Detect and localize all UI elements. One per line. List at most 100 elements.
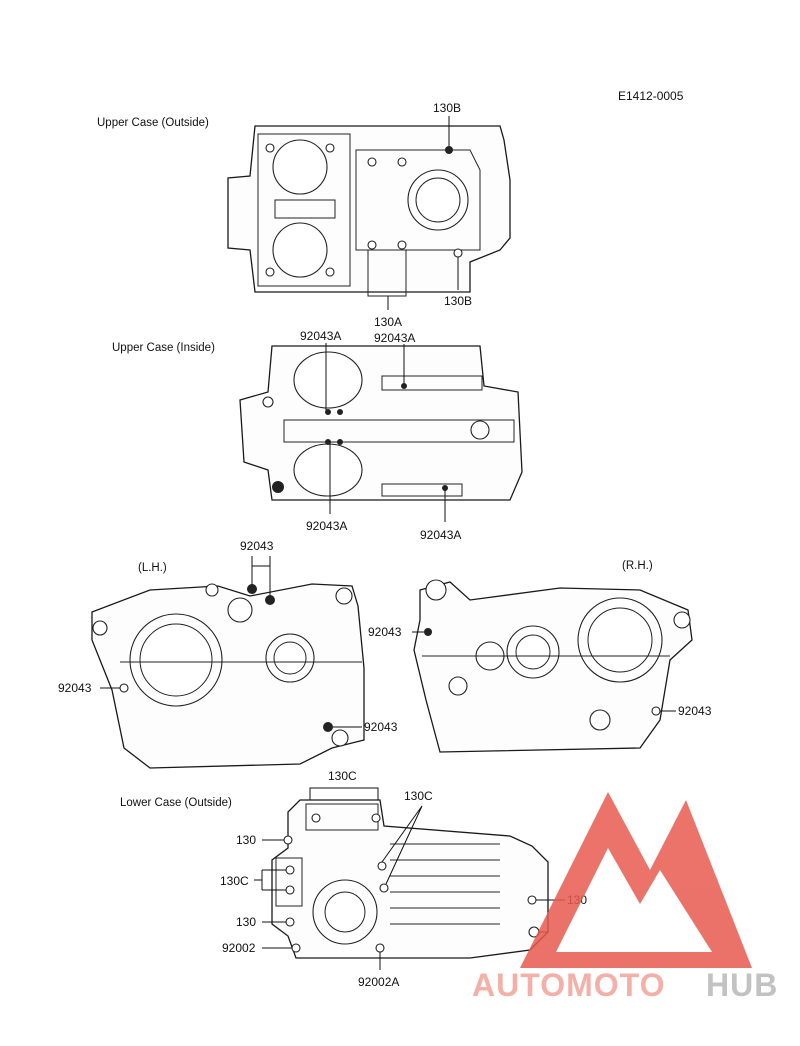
bearing-hole xyxy=(470,420,490,440)
bolt-130c-a xyxy=(311,813,321,823)
bolt-hole xyxy=(397,157,407,167)
bolt-130c-c xyxy=(377,861,387,871)
mount-hole xyxy=(589,709,611,731)
cylinder-bore-left-lower xyxy=(272,222,328,278)
upper-case-inside: Upper Case (Inside) 92043A 92043A 92043A… xyxy=(112,329,523,542)
lower-left-boss xyxy=(275,857,303,907)
callout-92043a-2: 92043A xyxy=(374,331,415,345)
callout-92043a-3: 92043A xyxy=(306,519,347,533)
bolt-hole xyxy=(262,396,274,408)
leader-line xyxy=(251,556,271,596)
bolt-130c-d xyxy=(379,883,389,893)
oil-jet xyxy=(325,439,331,445)
case-left-hand: (L.H.) 92043 92043 92043 xyxy=(58,539,398,769)
rh-shaft-bore xyxy=(506,625,560,679)
bolt-130-upper xyxy=(283,835,293,845)
callout-130b-top: 130B xyxy=(433,101,461,115)
cylinder-bore-right xyxy=(407,169,469,231)
plug-92002a xyxy=(375,943,385,953)
leader-line xyxy=(381,805,423,885)
crank-bay-upper xyxy=(293,351,363,409)
oil-jet xyxy=(325,409,331,415)
oil-jet xyxy=(401,383,407,389)
shaft-rail-top xyxy=(381,375,483,391)
lh-shaft-bore-inner xyxy=(273,641,307,675)
oil-jet xyxy=(442,485,448,491)
bolt-130-right-a xyxy=(527,895,537,905)
lower-case-outside: Lower Case (Outside) 130C 130C 130 130C xyxy=(120,769,587,989)
bolt-130c-b xyxy=(371,813,381,823)
lh-crank-bore xyxy=(129,613,223,707)
cylinder-bore-left-upper xyxy=(272,139,328,195)
watermark-text-auto: AUTOMOTO xyxy=(472,967,665,1003)
dowel xyxy=(272,481,284,493)
rh-oring-left xyxy=(424,628,432,636)
crank-journal-rail xyxy=(283,419,515,443)
leader-line xyxy=(309,787,379,800)
callout-92043a-1: 92043A xyxy=(300,329,341,343)
crank-bay-lower xyxy=(293,443,363,497)
callout-130-upper: 130 xyxy=(236,833,256,847)
bolt-hole xyxy=(325,143,335,153)
bolt-hole xyxy=(265,143,275,153)
section-title-lower-outside: Lower Case (Outside) xyxy=(120,797,232,809)
lh-shaft-bore xyxy=(265,633,315,683)
rh-shaft-bore-inner xyxy=(515,634,551,670)
lower-crank-bore xyxy=(312,879,378,945)
callout-92002: 92002 xyxy=(222,941,256,955)
callout-92043a-4: 92043A xyxy=(420,528,461,542)
lower-outside-case xyxy=(271,799,549,959)
callout-130c-top: 130C xyxy=(328,769,357,783)
callout-lh-92043-bottom: 92043 xyxy=(364,720,398,734)
mount-hole xyxy=(673,611,691,629)
mount-hole xyxy=(205,583,219,597)
lh-oring-top-a xyxy=(247,584,257,594)
bolt-hole xyxy=(367,157,377,167)
oil-jet xyxy=(337,409,343,415)
lh-crank-bore-inner xyxy=(139,623,213,697)
bolt-hole xyxy=(325,267,335,277)
callout-rh-92043-left: 92043 xyxy=(368,625,402,639)
bolt-hole xyxy=(397,240,407,250)
upper-outside-boss xyxy=(367,249,407,297)
mount-hole xyxy=(335,587,353,605)
oil-jet xyxy=(337,439,343,445)
cylinder-block-outline xyxy=(257,133,351,287)
callout-92002a: 92002A xyxy=(358,975,399,989)
bolt-hole xyxy=(265,267,275,277)
callout-lh-92043-top: 92043 xyxy=(240,539,274,553)
leader-line xyxy=(254,869,286,891)
watermark-text-hub: HUB xyxy=(706,967,778,1003)
bolt-130c-f xyxy=(285,885,295,895)
bolt-130c-e xyxy=(285,865,295,875)
mount-hole xyxy=(448,676,468,696)
callout-130b-bottom: 130B xyxy=(444,294,472,308)
lh-oring-bottom xyxy=(323,722,333,732)
callout-130-lower: 130 xyxy=(236,915,256,929)
cylinder-bore-right-inner xyxy=(415,177,461,223)
callout-130a: 130A xyxy=(374,315,402,329)
lh-boss xyxy=(227,597,253,623)
upper-case-outside: Upper Case (Outside) 130B 130B 130A xyxy=(97,101,511,329)
section-title-lh: (L.H.) xyxy=(138,562,167,574)
lh-oring-left xyxy=(119,683,129,693)
case-right-hand: (R.H.) 92043 92043 xyxy=(368,560,712,753)
callout-130c-left: 130C xyxy=(220,874,249,888)
mount-hole xyxy=(92,620,108,636)
bolt-130-lower xyxy=(285,917,295,927)
bolt-130b-bottom xyxy=(453,248,463,258)
callout-rh-92043-right: 92043 xyxy=(678,704,712,718)
bolt-hole xyxy=(367,240,377,250)
watermark-logo-icon xyxy=(520,792,752,968)
section-title-rh: (R.H.) xyxy=(622,560,653,572)
rh-crank-bore xyxy=(577,597,663,683)
callout-130c-right: 130C xyxy=(404,789,433,803)
callout-lh-92043-left: 92043 xyxy=(58,681,92,695)
lower-crank-bore-inner xyxy=(324,891,366,933)
automotohub-watermark: AUTOMOTO HUB xyxy=(472,792,778,1003)
plug-92002 xyxy=(291,943,301,953)
shaft-rail-bottom xyxy=(381,483,463,497)
lh-oring-top-b xyxy=(265,595,275,605)
diagram-code: E1412-0005 xyxy=(618,89,684,103)
